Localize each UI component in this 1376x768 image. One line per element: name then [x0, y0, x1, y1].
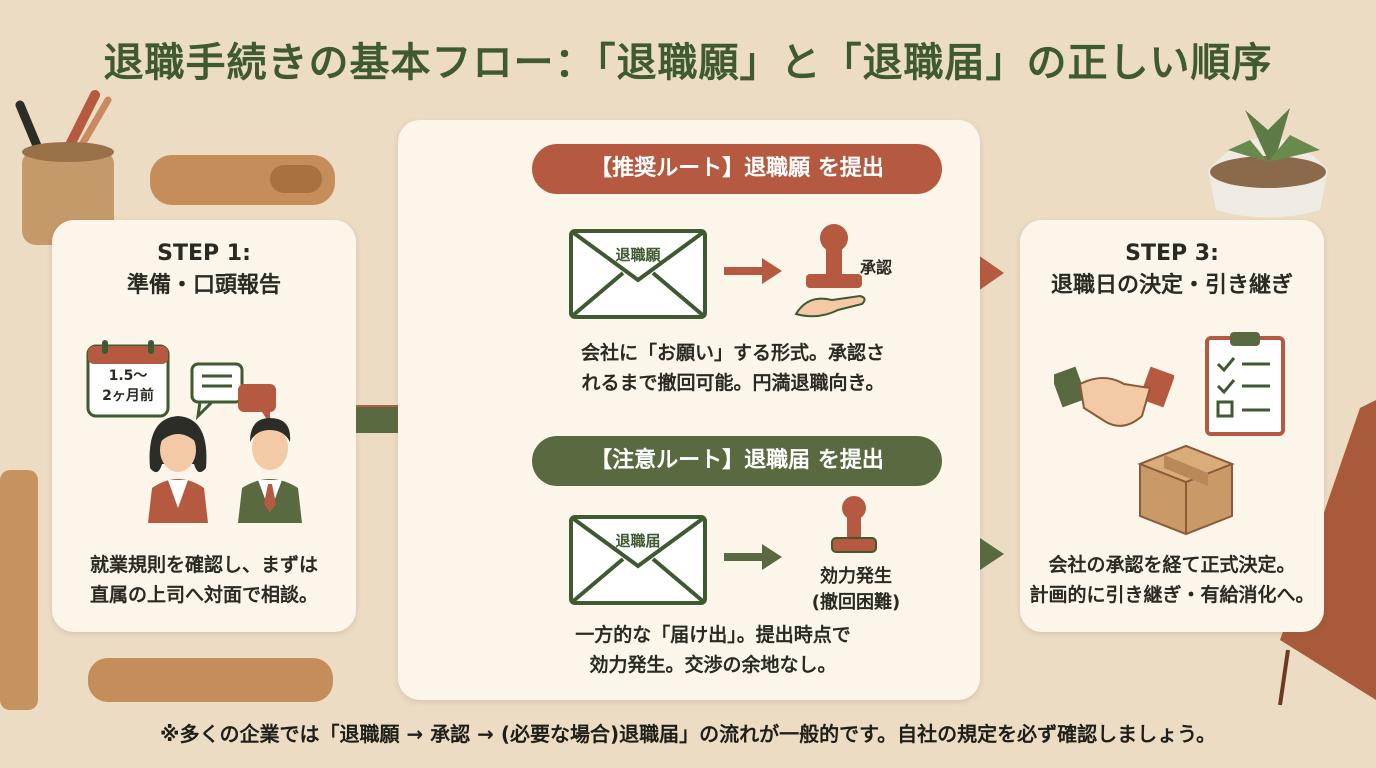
step1-caption-line2: 直属の上司へ対面で相談。 [89, 584, 318, 606]
routes-card: 【推奨ルート】退職願 を提出 退職願 承認 会社に「お願い」する形式。承認さ れ… [398, 120, 980, 700]
people-icon [148, 416, 302, 523]
approval-stamp-icon [794, 224, 866, 318]
step3-caption-line1: 会社の承認を経て正式決定。 [1048, 554, 1296, 576]
step1-card: STEP 1: 準備・口頭報告 1.5〜 2ヶ月前 [52, 220, 356, 632]
caution-caption-line1: 一方的な「届け出」。提出時点で [575, 624, 851, 646]
wooden-board-left [0, 470, 38, 710]
step3-heading-line1: STEP 3: [1125, 241, 1219, 266]
approval-label: 承認 [860, 258, 893, 277]
plant-icon [1208, 108, 1328, 218]
wooden-tray-bottom [88, 658, 333, 702]
recommended-caption-line1: 会社に「お願い」する形式。承認さ [580, 342, 885, 364]
caution-caption-line2: 効力発生。交渉の余地なし。 [589, 654, 837, 676]
step1-heading: STEP 1: 準備・口頭報告 [52, 238, 356, 302]
step1-caption-line1: 就業規則を確認し、まずは [89, 554, 318, 576]
chat-bubbles-icon [190, 362, 276, 424]
recommended-route-pill: 【推奨ルート】退職願 を提出 [532, 144, 942, 194]
caution-envelope-label: 退職届 [615, 532, 661, 550]
step3-caption: 会社の承認を経て正式決定。 計画的に引き継ぎ・有給消化へ。 [1020, 550, 1324, 610]
arrow-right-icon [724, 544, 782, 570]
effect-stamp-icon [831, 496, 877, 553]
step1-caption: 就業規則を確認し、まずは 直属の上司へ対面で相談。 [52, 550, 356, 610]
effect-line1: 効力発生 [820, 566, 892, 587]
arrow-right-icon [724, 258, 782, 284]
step3-heading: STEP 3: 退職日の決定・引き継ぎ [1020, 238, 1324, 302]
recommended-envelope-label: 退職願 [615, 246, 661, 264]
page-title: 退職手続きの基本フロー：「退職願」と「退職届」の正しい順序 [103, 40, 1273, 86]
step1-heading-line2: 準備・口頭報告 [126, 273, 281, 298]
box-icon [1137, 444, 1235, 536]
calendar-icon: 1.5〜 2ヶ月前 [86, 338, 170, 418]
step3-card: STEP 3: 退職日の決定・引き継ぎ 会社の承認を経て正式決定。 計画的に引き… [1020, 220, 1324, 632]
footer-note: ※多くの企業では「退職願 → 承認 → (必要な場合)退職届」の流れが一般的です… [160, 722, 1216, 746]
step3-heading-line2: 退職日の決定・引き継ぎ [1050, 273, 1293, 298]
recommended-caption-line2: れるまで撤回可能。円満退職向き。 [581, 372, 885, 394]
caution-caption: 一方的な「届け出」。提出時点で 効力発生。交渉の余地なし。 [478, 620, 948, 680]
recommended-caption: 会社に「お願い」する形式。承認さ れるまで撤回可能。円満退職向き。 [498, 338, 968, 398]
effect-line2: (撤回困難) [811, 592, 901, 613]
calendar-line1: 1.5〜 [108, 368, 148, 384]
step1-heading-line1: STEP 1: [157, 241, 251, 266]
recommended-envelope-icon: 退職願 [568, 228, 708, 320]
caution-envelope-icon: 退職届 [568, 514, 708, 606]
handshake-icon [1054, 366, 1174, 427]
checklist-icon [1205, 332, 1285, 436]
caution-route-pill: 【注意ルート】退職届 を提出 [532, 436, 942, 486]
effect-label: 効力発生 (撤回困難) [786, 564, 926, 616]
calendar-line2: 2ヶ月前 [102, 388, 154, 404]
step3-caption-line2: 計画的に引き継ぎ・有給消化へ。 [1029, 584, 1315, 606]
